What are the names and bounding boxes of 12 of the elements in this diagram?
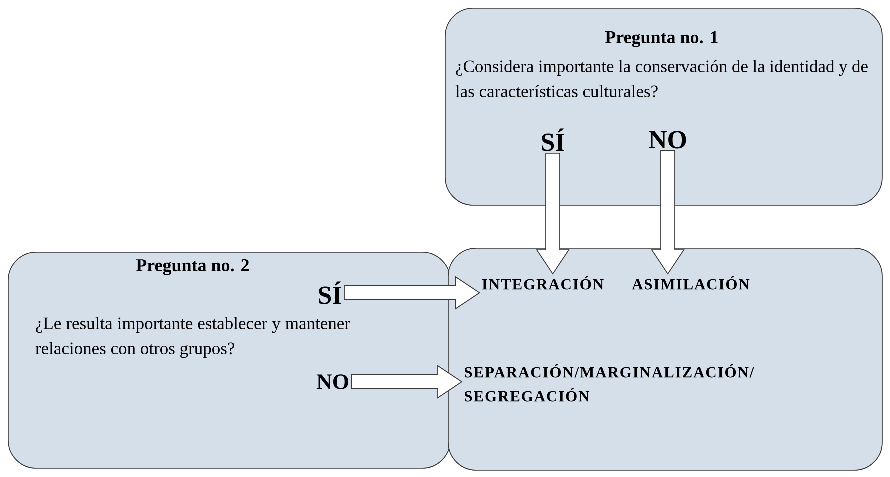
answer-label: SÍ: [319, 282, 342, 304]
result-label: ASIMILACIÓN: [632, 276, 750, 290]
answer-label: NO: [316, 374, 348, 390]
block-arrow: [651, 150, 685, 275]
block-arrow: [536, 153, 570, 275]
result-label: SEPARACIÓN/MARGINALIZACIÓN/ SEGREGACIÓN: [465, 364, 754, 402]
block-arrow: [344, 276, 481, 310]
result-label: INTEGRACIÓN: [482, 276, 604, 290]
answer-label: NO: [649, 131, 686, 149]
block-arrow: [351, 365, 463, 399]
answer-label: SÍ: [542, 128, 564, 152]
result-box: [448, 248, 883, 471]
